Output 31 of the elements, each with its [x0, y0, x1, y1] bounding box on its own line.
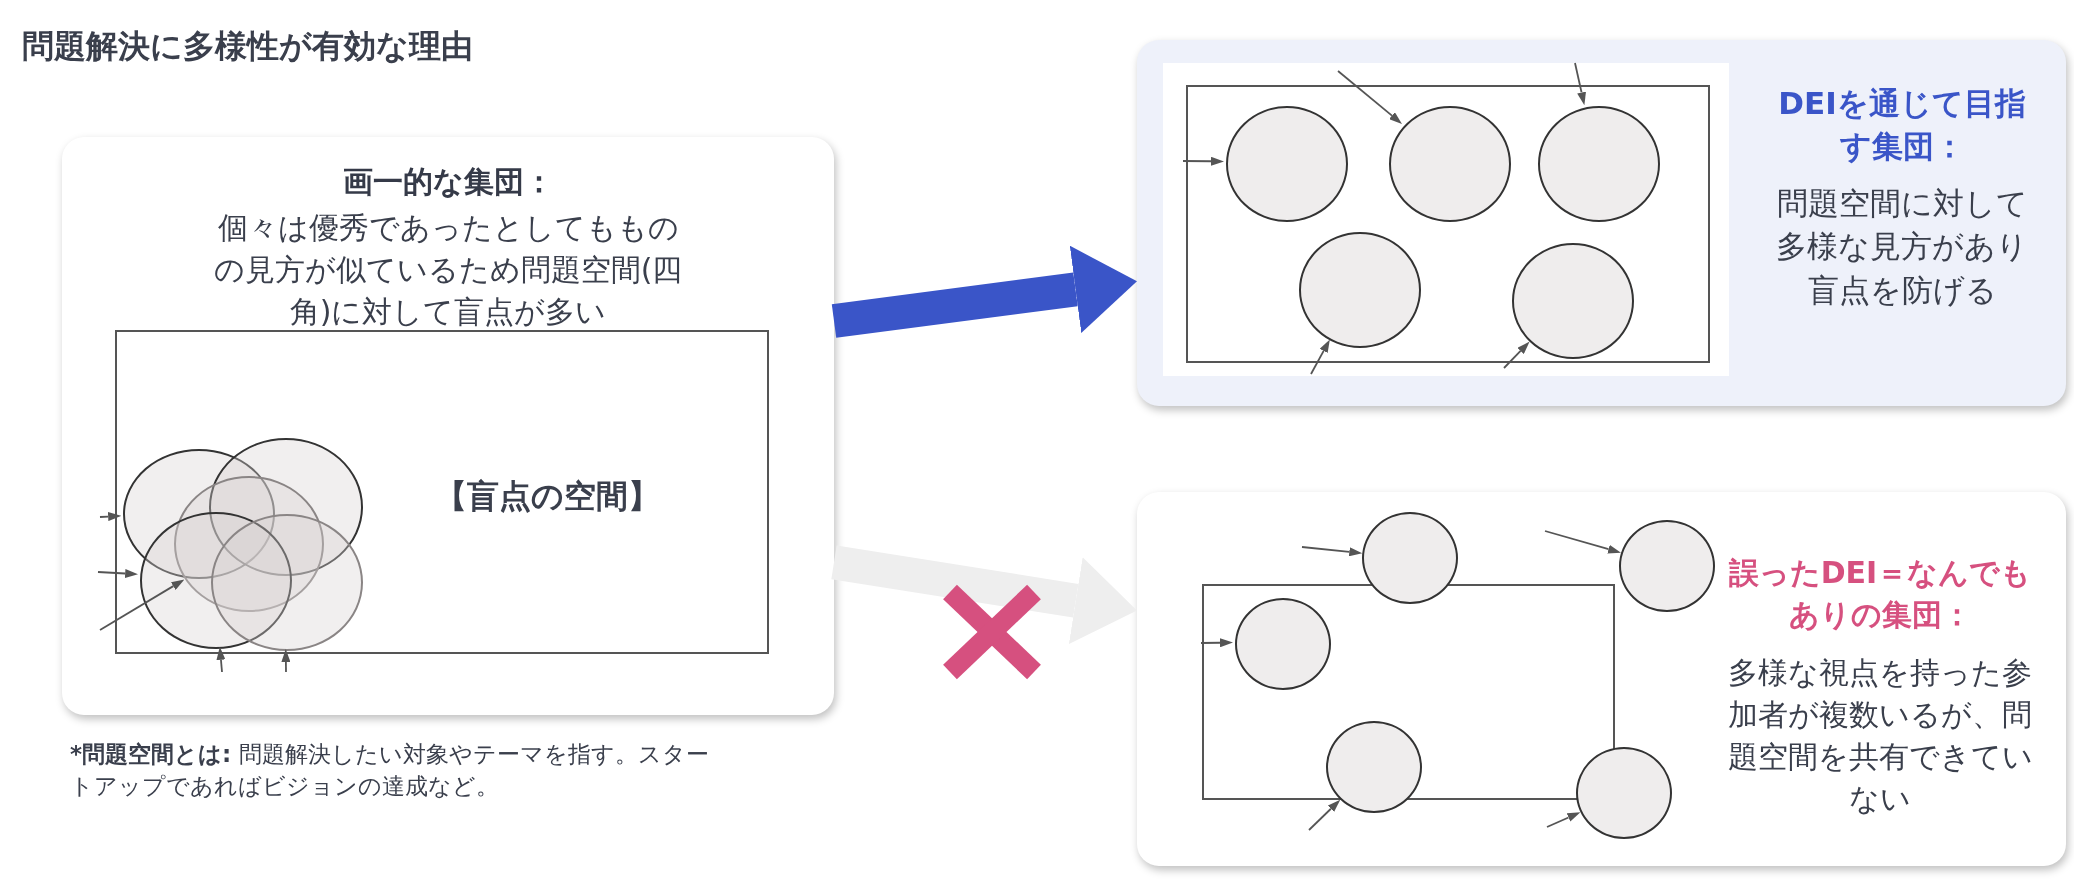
block-arrow: [831, 545, 1137, 645]
arrow: [1182, 156, 1224, 166]
arrow: [1310, 339, 1330, 375]
group-card: [1137, 492, 2066, 866]
region-label: 【盲点の空間】: [433, 476, 661, 517]
arrow: [1544, 530, 1621, 554]
card-heading: DEIを通じて目指す集団：: [1777, 84, 2027, 167]
card-description: 問題空間に対して多様な見方があり盲点を防げる: [1775, 184, 2029, 310]
arrow: [281, 649, 291, 673]
arrow: [1337, 70, 1402, 124]
arrow: [1308, 799, 1341, 831]
arrow: [99, 579, 185, 631]
arrow: [99, 512, 122, 522]
arrow: [1301, 546, 1363, 557]
arrow: [1503, 341, 1530, 369]
card-description: 多様な視点を持った参加者が複数いるが、問題空間を共有できていない: [1726, 654, 2034, 818]
arrow: [216, 646, 226, 673]
block-arrow: [831, 245, 1137, 338]
page-title: 問題解決に多様性が有効な理由: [22, 26, 473, 67]
problem-space-rectangle: [115, 330, 769, 654]
card-description: 個々は優秀であったとしてもものの見方が似ているため問題空間(四角)に対して盲点が多い: [212, 209, 684, 331]
footnote: *問題空間とは: 問題解決したい対象やテーマを指す。スタートアップであればビジョンの達成など。: [70, 740, 710, 802]
arrow: [97, 569, 139, 578]
arrow: [1200, 638, 1233, 648]
card-heading: 画一的な集団：: [341, 163, 555, 201]
arrow: [1574, 62, 1586, 106]
arrow: [1546, 812, 1581, 828]
group-card: [1137, 40, 2066, 406]
group-card: [62, 137, 834, 715]
problem-space-rectangle: [1186, 85, 1710, 363]
card-heading: 誤ったDEI＝なんでもありの集団：: [1727, 554, 2033, 634]
